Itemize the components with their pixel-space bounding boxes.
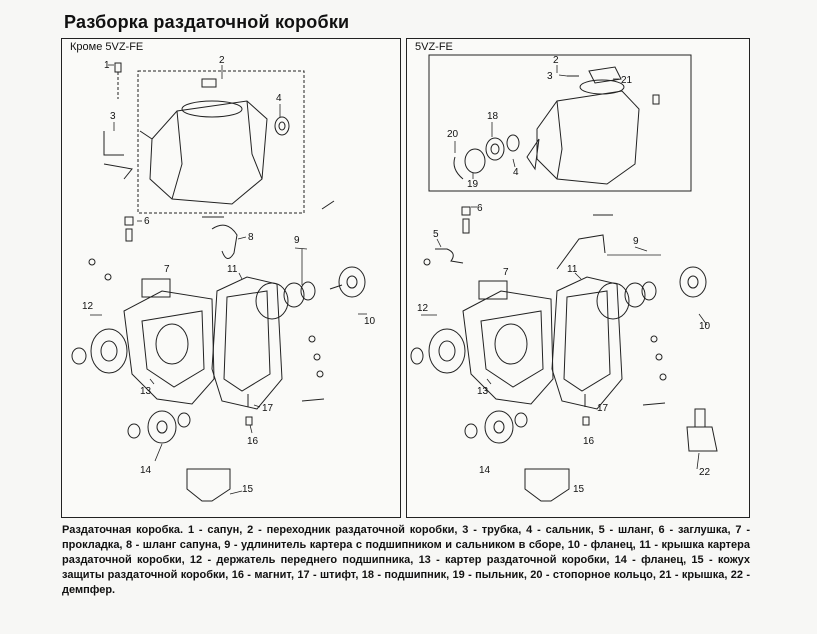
- callout-14: 14: [479, 465, 491, 476]
- plug-6: [124, 216, 134, 242]
- breather-tube: [556, 234, 606, 270]
- bolts: [423, 214, 667, 406]
- skid-plate-15: [186, 468, 231, 502]
- callout-3: 3: [547, 71, 553, 82]
- callout-7: 7: [164, 264, 170, 275]
- callout-16: 16: [247, 436, 259, 447]
- callout-8: 8: [248, 232, 254, 243]
- callout-20: 20: [447, 129, 459, 140]
- callout-3: 3: [110, 111, 116, 122]
- leader-lines: [90, 64, 367, 495]
- snap-ring-20: [453, 156, 464, 180]
- callout-6: 6: [477, 203, 483, 214]
- callout-10: 10: [364, 316, 376, 327]
- callout-11: 11: [227, 264, 238, 275]
- page-title: Разборка раздаточной коробки: [64, 12, 350, 32]
- damper-22: [686, 408, 718, 452]
- adapter-group-box: [428, 54, 692, 192]
- front-bearing-retainer-12: [71, 328, 128, 374]
- callout-1: 1: [104, 60, 110, 71]
- callout-13: 13: [140, 386, 152, 397]
- diagram-panel-right: 5VZ-FE: [406, 38, 750, 518]
- flange-10: [679, 266, 707, 298]
- flange-14: [464, 410, 528, 444]
- bolts: [88, 200, 335, 402]
- plug-6: [461, 206, 471, 234]
- callout-18: 18: [487, 111, 499, 122]
- figure-caption: Раздаточная коробка. 1 - сапун, 2 - пере…: [62, 524, 750, 596]
- leader-lines: [421, 65, 708, 470]
- hose-5: [435, 248, 464, 264]
- exploded-diagram-left: 1 2 3 4 6 7 8 9 10 11 12 13 14 15 16 17: [71, 55, 376, 502]
- flange-14: [127, 410, 191, 444]
- cover-21: [588, 66, 622, 84]
- callout-11: 11: [567, 264, 578, 275]
- transfer-case-13: [123, 290, 215, 405]
- panel-label-right: 5VZ-FE: [415, 41, 453, 53]
- extension-housing-9: [596, 281, 657, 320]
- callout-10: 10: [699, 321, 711, 332]
- breather-1: [652, 94, 660, 105]
- adapter-housing: [139, 78, 268, 205]
- breather-1: [114, 62, 122, 99]
- callout-17: 17: [262, 403, 274, 414]
- callout-5: 5: [433, 229, 439, 240]
- hose-8: [211, 224, 238, 259]
- adapter-housing: [526, 79, 640, 185]
- exploded-diagram-right: 2 3 21 18 20 4 19 6 5 7 9 11 12 10 13 17…: [410, 54, 718, 502]
- callout-9: 9: [633, 236, 639, 247]
- bearing-18: [485, 137, 505, 161]
- callout-15: 15: [573, 484, 585, 495]
- callout-15: 15: [242, 484, 254, 495]
- oil-seal-4: [506, 134, 520, 152]
- magnet-16: [582, 416, 590, 426]
- gasket-7: [478, 280, 508, 300]
- transfer-case-13: [462, 290, 554, 405]
- callout-22: 22: [699, 467, 711, 478]
- callout-16: 16: [583, 436, 595, 447]
- callout-2: 2: [219, 55, 225, 66]
- callout-17: 17: [597, 403, 609, 414]
- callout-12: 12: [417, 303, 429, 314]
- oil-seal-4: [274, 116, 290, 136]
- gasket-7: [141, 278, 171, 298]
- callout-6: 6: [144, 216, 150, 227]
- callout-19: 19: [467, 179, 479, 190]
- callout-7: 7: [503, 267, 509, 278]
- panel-label-left: Кроме 5VZ-FE: [70, 41, 144, 53]
- flange-10: [329, 266, 366, 298]
- adapter-group-box: [137, 70, 305, 214]
- pipe-3: [103, 131, 133, 180]
- callout-4: 4: [276, 93, 282, 104]
- callout-12: 12: [82, 301, 94, 312]
- callout-2: 2: [553, 55, 559, 66]
- callout-4: 4: [513, 167, 519, 178]
- case-cover-11: [551, 276, 623, 410]
- skid-plate-15: [524, 468, 570, 502]
- callout-13: 13: [477, 386, 489, 397]
- callout-21: 21: [621, 75, 633, 86]
- diagram-panel-left: Кроме 5VZ-FE: [61, 38, 401, 518]
- dust-seal-19: [464, 148, 486, 174]
- callout-9: 9: [294, 235, 300, 246]
- callout-14: 14: [140, 465, 152, 476]
- case-cover-11: [211, 276, 283, 410]
- magnet-16: [245, 416, 253, 426]
- extension-housing-9: [255, 281, 316, 320]
- front-bearing-retainer-12: [410, 328, 466, 374]
